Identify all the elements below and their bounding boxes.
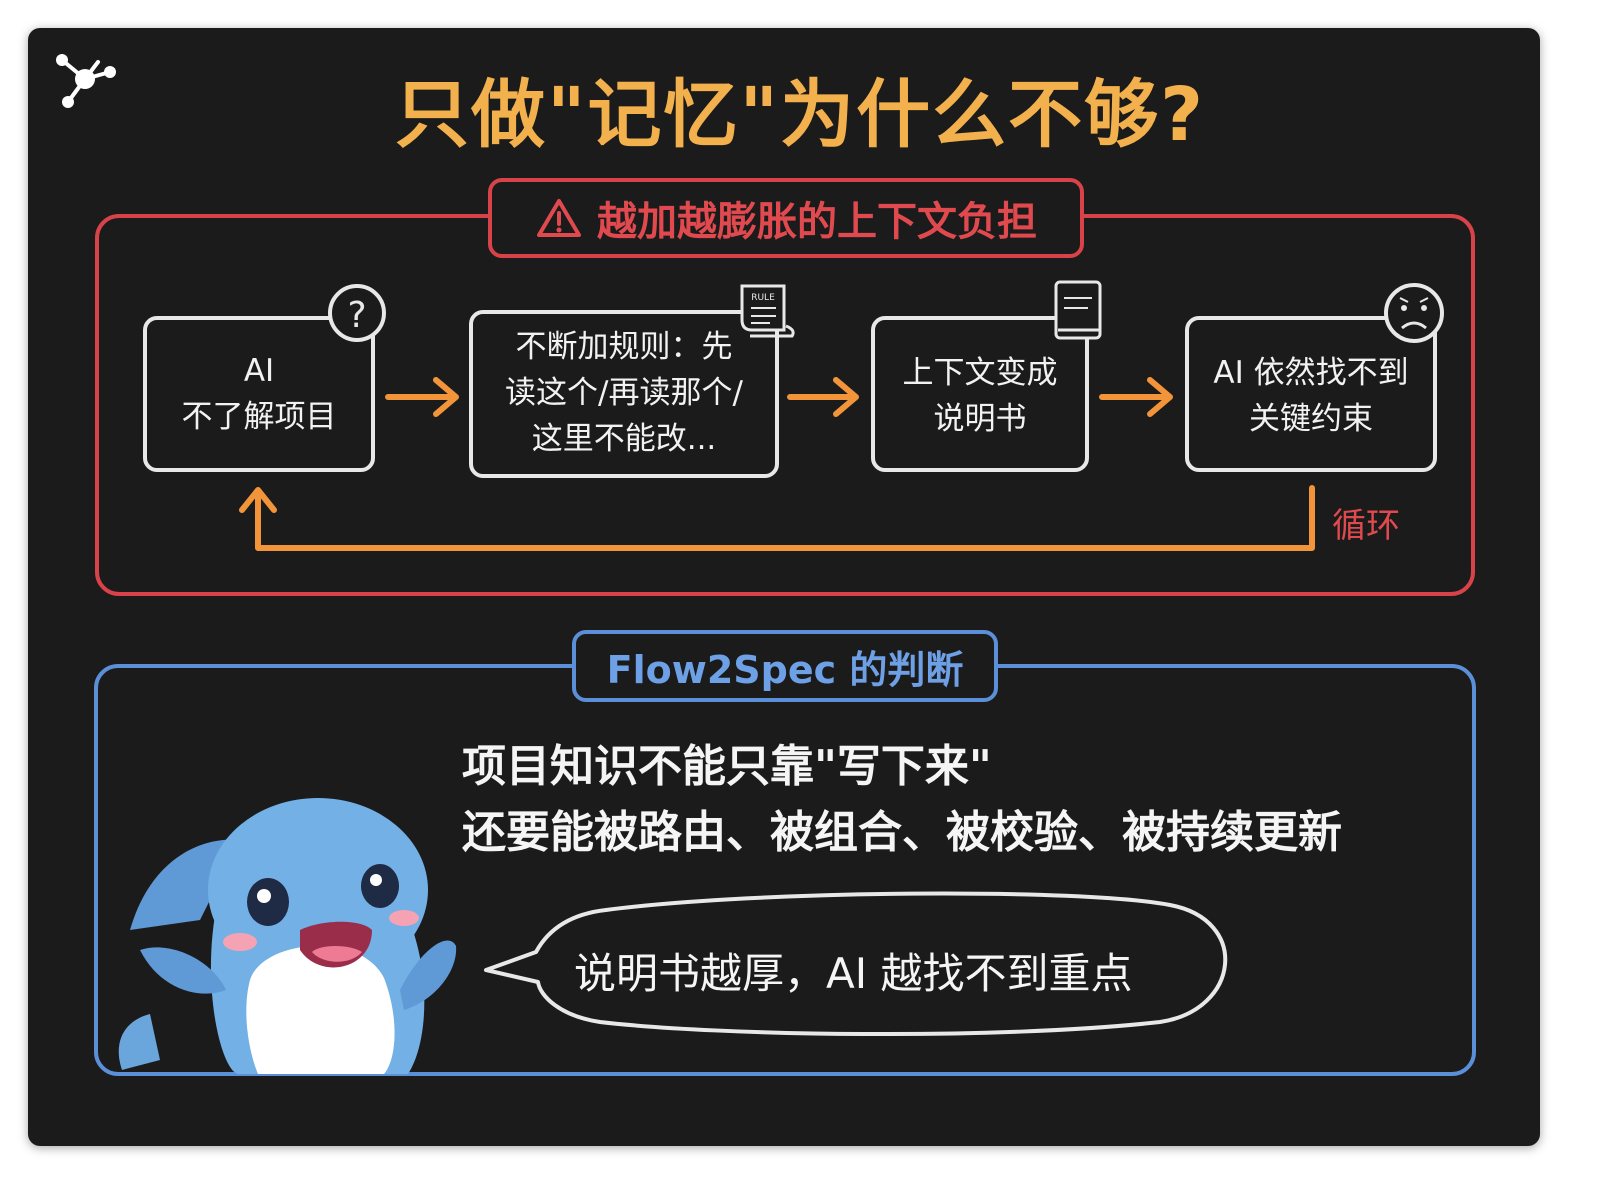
node-3-line-1: 上下文变成 bbox=[902, 355, 1058, 391]
judgment-statement-line-1: 项目知识不能只靠"写下来" bbox=[462, 741, 992, 792]
loop-arrow bbox=[239, 485, 1315, 551]
node-2-line-1: 不断加规则：先 bbox=[515, 329, 733, 365]
node-1-line-1: AI bbox=[243, 353, 275, 389]
loop-label: 循环 bbox=[1332, 506, 1400, 546]
book-icon bbox=[1054, 280, 1102, 340]
judgment-statement-line-2: 还要能被路由、被组合、被校验、被持续更新 bbox=[462, 807, 1342, 858]
problem-section-title: 越加越膨胀的上下文负担 bbox=[597, 199, 1037, 245]
node-2-line-2: 读这个/再读那个/ bbox=[505, 375, 743, 411]
arrow-2 bbox=[787, 377, 859, 417]
warning-icon bbox=[537, 199, 581, 237]
svg-text:?: ? bbox=[347, 295, 366, 336]
network-logo-icon bbox=[56, 54, 116, 108]
node-3-line-2: 说明书 bbox=[933, 401, 1027, 437]
worried-face-icon bbox=[1384, 283, 1444, 343]
page-title: 只做"记忆"为什么不够? bbox=[394, 72, 1206, 158]
node-2-line-3: 这里不能改... bbox=[531, 421, 717, 457]
svg-text:RULE: RULE bbox=[751, 293, 775, 303]
speech-bubble-outline bbox=[484, 891, 1227, 1037]
node-4-line-2: 关键约束 bbox=[1249, 401, 1373, 437]
speech-bubble-text: 说明书越厚，AI 越找不到重点 bbox=[574, 949, 1133, 998]
node-3-text: 上下文变成 说明书 bbox=[873, 350, 1087, 442]
arrow-1 bbox=[385, 377, 459, 417]
arrow-3 bbox=[1099, 377, 1173, 417]
node-box-3 bbox=[871, 316, 1089, 472]
problem-section-label: 越加越膨胀的上下文负担 bbox=[488, 178, 1084, 258]
node-2-text: 不断加规则：先 读这个/再读那个/ 这里不能改... bbox=[471, 324, 777, 462]
scroll-icon: RULE bbox=[740, 284, 795, 338]
node-box-4 bbox=[1185, 316, 1437, 472]
node-box-1 bbox=[143, 316, 375, 472]
question-mark-icon: ? bbox=[328, 284, 386, 342]
node-1-line-2: 不了解项目 bbox=[181, 399, 337, 435]
node-4-line-1: AI 依然找不到 bbox=[1213, 355, 1409, 391]
node-1-text: AI 不了解项目 bbox=[145, 348, 373, 440]
judgment-section-label: Flow2Spec 的判断 bbox=[572, 630, 998, 702]
node-box-2 bbox=[469, 310, 779, 478]
judgment-section-title: Flow2Spec 的判断 bbox=[606, 647, 964, 692]
node-4-text: AI 依然找不到 关键约束 bbox=[1187, 350, 1435, 442]
dolphin-mascot bbox=[118, 798, 457, 1074]
